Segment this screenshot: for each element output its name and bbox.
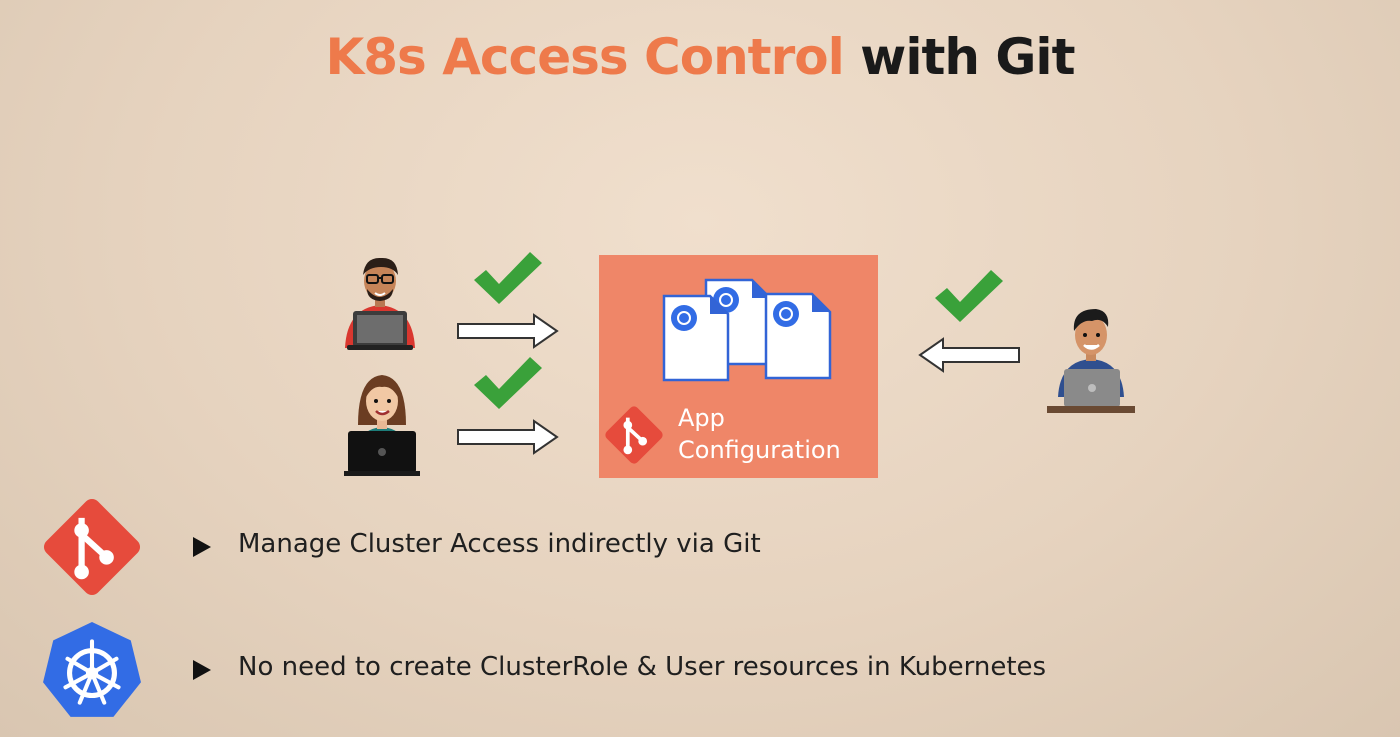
kubernetes-logo-icon	[43, 622, 141, 717]
title-accent: K8s Access Control	[325, 28, 845, 86]
checkmark-icon	[474, 252, 542, 304]
checkmark-icon	[935, 270, 1003, 322]
bullet-text-2: No need to create ClusterRole & User res…	[238, 652, 1047, 682]
developer-with-glasses-icon	[345, 257, 415, 350]
git-logo-icon	[605, 406, 663, 464]
page-title: K8s Access Control with Git	[0, 28, 1400, 86]
right-arrow-icon	[457, 419, 559, 455]
bullet-marker	[193, 537, 211, 557]
bullet-marker	[193, 660, 211, 680]
config-label-line2: Configuration	[678, 436, 841, 464]
kubernetes-config-files-icon	[662, 278, 832, 382]
app-configuration-label: App Configuration	[678, 402, 841, 466]
developer-woman-icon	[344, 375, 420, 476]
bullet-text-1: Manage Cluster Access indirectly via Git	[238, 529, 761, 559]
config-label-line1: App	[678, 404, 725, 432]
left-arrow-icon	[918, 337, 1020, 373]
git-logo-icon	[43, 498, 141, 596]
right-arrow-icon	[457, 313, 559, 349]
developer-right-icon	[1047, 309, 1135, 413]
checkmark-icon	[474, 357, 542, 409]
title-rest: with Git	[860, 28, 1075, 86]
